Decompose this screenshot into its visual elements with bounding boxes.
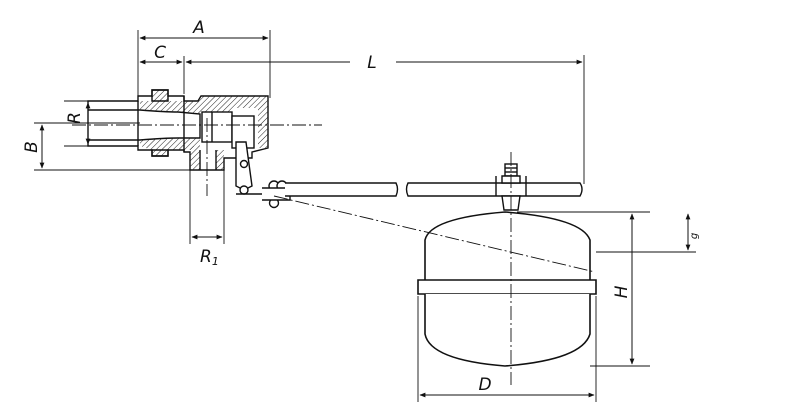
- label-R1: R1: [200, 247, 219, 268]
- label-g: g: [689, 233, 700, 239]
- hatch-nut: [151, 89, 169, 102]
- label-C: C: [154, 43, 166, 63]
- label-H: H: [612, 285, 632, 298]
- hatch-upper-wall: [140, 96, 268, 114]
- lever-linkage: [235, 141, 291, 209]
- float-ball: [417, 211, 597, 367]
- float-rod: [285, 182, 583, 197]
- center-lines: [72, 118, 596, 385]
- dimension-lines: [39, 35, 691, 398]
- valve-body: [87, 89, 269, 171]
- angled-lever-line: [273, 195, 596, 273]
- rod-right-segment: [405, 182, 583, 197]
- float-lower-dome: [424, 294, 591, 367]
- rod-left-segment: [285, 182, 399, 197]
- label-D: D: [478, 375, 491, 395]
- label-R1-letter: R: [200, 247, 212, 267]
- extension-lines: [34, 30, 696, 402]
- valve-piston: [201, 111, 233, 143]
- label-L: L: [367, 53, 376, 73]
- label-A: A: [192, 18, 205, 38]
- label-B: B: [22, 141, 42, 153]
- hatch-lower-wall: [140, 138, 200, 150]
- float-upper-dome: [424, 211, 591, 282]
- hatch-outlet: [190, 146, 200, 170]
- dimension-labels: A C L R B R1 g H D: [22, 18, 700, 395]
- hatch-outlet-right: [216, 150, 224, 170]
- hatch-right-wall: [258, 108, 268, 148]
- float-seam-band: [417, 279, 597, 295]
- hatch-nut-lower: [151, 149, 169, 157]
- label-R: R: [65, 112, 85, 124]
- label-R1-subscript: 1: [212, 255, 219, 268]
